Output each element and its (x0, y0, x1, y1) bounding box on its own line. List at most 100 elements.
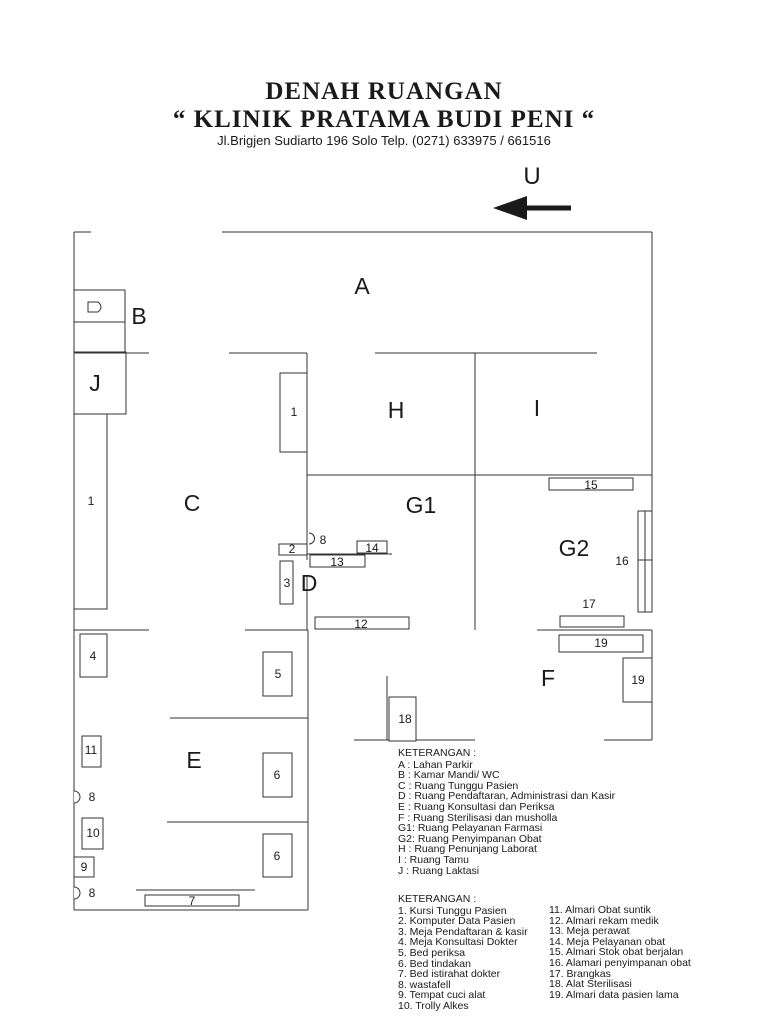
room-legend-entry: B : Kamar Mandi/ WC (398, 769, 500, 782)
nurse-table (309, 554, 366, 568)
item-label: 15 (584, 478, 598, 492)
item-label: 5 (275, 667, 282, 681)
room-label-g1: G1 (406, 492, 437, 518)
consultation-desk (79, 633, 108, 678)
item-label: 3 (284, 576, 291, 590)
registration-desk (279, 560, 294, 605)
doctor-rest-bed (144, 894, 240, 907)
item-label: 10 (86, 826, 100, 840)
room-label-d: D (301, 570, 318, 596)
item-legend-entry: 15. Almari Stok obat berjalan (549, 946, 684, 959)
item-label: 19 (594, 636, 608, 650)
item-legend-entry: 7. Bed istirahat dokter (398, 968, 501, 981)
room-legend-entry: D : Ruang Pendaftaran, Administrasi dan … (398, 790, 616, 803)
running-stock-cabinet (548, 477, 634, 491)
waiting-chair (279, 372, 308, 453)
item-legend-heading: KETERANGAN : (398, 893, 477, 905)
room-label-g2: G2 (559, 535, 590, 561)
room-legend-entry: G2: Ruang Penyimpanan Obat (398, 832, 542, 845)
item-label: 12 (354, 617, 368, 631)
sink-icon (73, 790, 81, 804)
instrument-wash (73, 856, 95, 878)
item-label: 9 (81, 860, 88, 874)
room-label-c: C (184, 490, 201, 516)
room-label-i: I (534, 395, 540, 421)
clinic-address: Jl.Brigjen Sudiarto 196 Solo Telp. (0271… (217, 133, 551, 148)
sink-icon (73, 886, 81, 900)
item-legend-entry: 9. Tempat cuci alat (398, 989, 486, 1002)
medicine-service-desk (356, 540, 388, 554)
item-label: 8 (89, 886, 96, 900)
room-legend-entry: C : Ruang Tunggu Pasien (398, 779, 519, 792)
item-legend-entry: 11. Almari Obat suntik (549, 904, 651, 916)
room-label-j: J (89, 370, 101, 396)
room-label-e: E (186, 747, 201, 773)
item-legend-entry: 3. Meja Pendaftaran & kasir (398, 925, 528, 938)
room-legend-entry: J : Ruang Laktasi (398, 864, 480, 877)
item-label: 14 (365, 541, 379, 555)
item-label: 1 (291, 405, 298, 419)
item-legend-col2: 11. Almari Obat suntik 12. Almari rekam … (549, 905, 691, 1000)
bathroom-b (73, 289, 126, 353)
item-legend-entry: 4. Meja Konsultasi Dokter (398, 936, 518, 949)
item-label: 6 (274, 849, 281, 863)
item-legend-entry: 8. wastafell (398, 978, 451, 991)
plan-title: DENAH RUANGAN (265, 78, 503, 105)
room-legend-heading: KETERANGAN : (398, 747, 477, 759)
item-legend-entry: 16. Alamari penyimpanan obat (549, 956, 691, 969)
item-label: 4 (90, 649, 97, 663)
item-label: 18 (398, 712, 412, 726)
item-legend-entry: 2. Komputer Data Pasien (398, 915, 516, 928)
item-label: 6 (274, 768, 281, 782)
old-records-cabinet (558, 634, 644, 653)
room-label-a: A (354, 273, 370, 299)
room-legend-entry: F : Ruang Sterilisasi dan musholla (398, 811, 558, 824)
item-legend-entry: 6. Bed tindakan (398, 957, 471, 970)
item-label: 16 (615, 554, 629, 568)
item-legend: KETERANGAN : 1. Kursi Tunggu Pasien 2. K… (398, 894, 528, 1012)
exam-bed (262, 651, 293, 697)
item-legend-entry: 17. Brangkas (549, 967, 611, 980)
room-legend-entry: A : Lahan Parkir (398, 758, 473, 771)
room-legend-entry: E : Ruang Konsultasi dan Periksa (398, 800, 555, 813)
injection-cabinet (81, 735, 102, 768)
compass-label: U (523, 163, 540, 190)
registration-computer (278, 543, 308, 556)
item-label: 17 (582, 597, 596, 611)
item-legend-entry: 10. Trolly Alkes (398, 999, 469, 1012)
medical-records-cabinet (314, 616, 410, 630)
item-label: 7 (189, 894, 196, 908)
item-label: 13 (330, 555, 344, 569)
item-legend-entry: 1. Kursi Tunggu Pasien (398, 904, 507, 917)
safe-box (559, 615, 625, 628)
old-records-cabinet-2 (622, 657, 653, 703)
room-label-h: H (388, 397, 405, 423)
clinic-name: “ KLINIK PRATAMA BUDI PENI “ (172, 106, 596, 133)
north-arrow-icon (493, 196, 571, 220)
item-legend-entry: 13. Meja perawat (549, 925, 630, 938)
room-legend-entry: I : Ruang Tamu (398, 853, 470, 866)
toilet-icon (87, 301, 102, 313)
room-label-b: B (131, 303, 146, 329)
treatment-bed-2 (262, 833, 293, 878)
item-legend-entry: 18. Alat Sterilisasi (549, 978, 632, 991)
item-label: 19 (631, 673, 645, 687)
sterilizer (388, 696, 417, 742)
item-legend-entry: 19. Almari data pasien lama (549, 988, 679, 1001)
item-label: 1 (88, 494, 95, 508)
room-legend-entry: G1: Ruang Pelayanan Farmasi (398, 822, 543, 835)
item-legend-entry: 5. Bed periksa (398, 946, 466, 959)
treatment-bed-1 (262, 752, 293, 798)
waiting-chair-long (73, 413, 108, 610)
room-label-f: F (541, 665, 555, 691)
item-label: 2 (289, 542, 296, 556)
item-label: 8 (320, 533, 327, 547)
sink-icon (308, 532, 315, 545)
room-legend: KETERANGAN : A : Lahan Parkir B : Kamar … (398, 748, 615, 876)
item-legend-entry: 12. Almari rekam medik (549, 914, 659, 927)
room-legend-entry: H : Ruang Penunjang Laborat (398, 843, 537, 856)
item-label: 11 (85, 743, 98, 757)
instrument-trolley (81, 817, 104, 850)
item-label: 8 (89, 790, 96, 804)
